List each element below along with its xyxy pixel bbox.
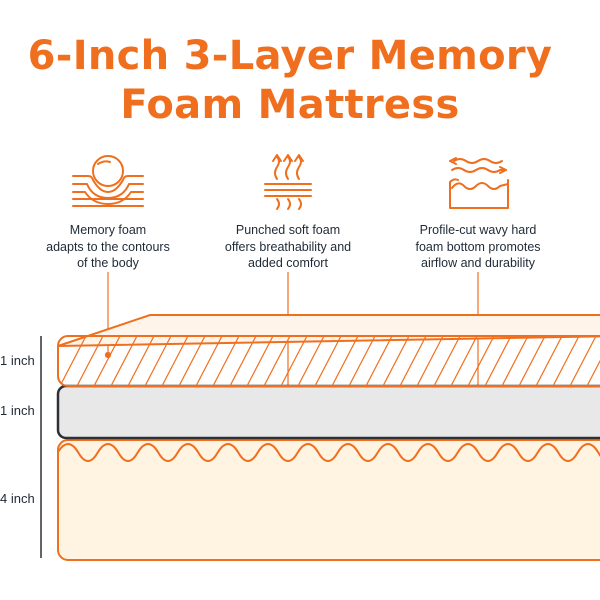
- feature-text-line: added comfort: [248, 256, 328, 270]
- feature-text-line: adapts to the contours: [46, 239, 170, 254]
- breathable-foam-icon: [264, 154, 312, 210]
- hatch-line: [212, 336, 240, 386]
- feature-text-line: Punched soft foam: [235, 223, 341, 237]
- wavy-foam-icon: [449, 157, 509, 209]
- top-memory-foam-layer: [57, 314, 600, 387]
- thickness-label-bottom: 4 inch: [0, 491, 35, 506]
- title-line-2: Foam Mattress: [120, 82, 460, 128]
- title-line-1: 6-Inch 3-Layer Memory: [27, 33, 553, 79]
- hatch-line: [535, 336, 563, 386]
- hatch-line: [365, 336, 393, 386]
- feature-text-memory-foam: Memory foam adapts to the contours of th…: [13, 222, 203, 272]
- hatch-line: [586, 336, 600, 386]
- hatch-line: [93, 336, 121, 386]
- feature-text-line: Memory foam: [69, 223, 147, 237]
- hatch-line: [382, 336, 410, 386]
- hatch-line: [552, 336, 580, 386]
- hatch-line: [467, 336, 495, 386]
- middle-soft-foam-layer: [56, 384, 600, 440]
- feature-text-line: airflow and durability: [421, 256, 535, 270]
- hatch-line: [110, 336, 138, 386]
- hatch-line: [178, 336, 206, 386]
- hatch-line: [484, 336, 512, 386]
- memory-foam-icon: [72, 155, 144, 207]
- hatch-line: [76, 336, 104, 386]
- thickness-label-top: 1 inch: [0, 353, 35, 368]
- feature-text-line: of the body: [77, 256, 139, 270]
- hatch-line: [229, 336, 257, 386]
- feature-text-line: foam bottom promotes: [415, 239, 541, 254]
- hatch-line: [331, 336, 359, 386]
- hatch-line: [263, 336, 291, 386]
- hatch-line: [501, 336, 529, 386]
- hatch-line: [280, 336, 308, 386]
- hatch-line: [195, 336, 223, 386]
- hatch-line: [450, 336, 478, 386]
- hatch-line: [518, 336, 546, 386]
- hatch-line: [433, 336, 461, 386]
- hatch-line: [314, 336, 342, 386]
- hatch-line: [399, 336, 427, 386]
- hatch-line: [127, 336, 155, 386]
- hatch-line: [246, 336, 274, 386]
- hatch-line: [161, 336, 189, 386]
- hatch-line: [144, 336, 172, 386]
- feature-text-punched-foam: Punched soft foam offers breathability a…: [193, 222, 383, 272]
- thickness-label-middle: 1 inch: [0, 403, 35, 418]
- hatch-line: [59, 336, 87, 386]
- hatch-line: [569, 336, 597, 386]
- feature-text-wavy-foam: Profile-cut wavy hard foam bottom promot…: [383, 222, 573, 272]
- hatch-line: [416, 336, 444, 386]
- bottom-wavy-foam-layer: [57, 439, 600, 561]
- feature-text-line: offers breathability and: [224, 239, 352, 254]
- hatch-line: [348, 336, 376, 386]
- feature-text-line: Profile-cut wavy hard: [419, 223, 537, 237]
- hatch-line: [297, 336, 325, 386]
